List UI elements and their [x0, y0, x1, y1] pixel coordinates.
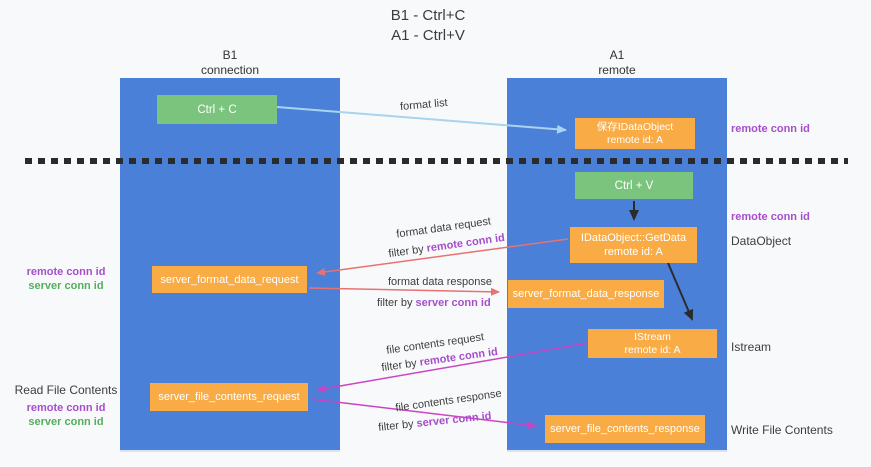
filter-by-text: filter by [380, 357, 418, 375]
separator-dashed-line [25, 158, 848, 164]
page-title: B1 - Ctrl+C A1 - Ctrl+V [0, 6, 856, 46]
box-ctrl-v: Ctrl + V [575, 172, 693, 199]
label-dataobject: DataObject [731, 234, 792, 248]
label-remote-conn-id-right-1: remote conn id [731, 123, 810, 135]
box-istream-line2: remote id: A [624, 343, 681, 356]
lane-a1-header: A1 remote [507, 48, 727, 78]
box-ctrl-v-label: Ctrl + V [614, 179, 654, 192]
box-save-idataobject-line1: 保存IDataObject [596, 120, 674, 133]
server-conn-id-text: server conn id [415, 297, 491, 309]
lane-a1-name: A1 [609, 48, 625, 62]
page-title-line2: A1 - Ctrl+V [391, 27, 465, 44]
box-idataobject-getdata-line2: remote id: A [604, 246, 663, 258]
filter-by-text: filter by [377, 418, 415, 434]
left-conn-id-labels-top: remote conn id server conn id [14, 265, 118, 293]
box-server-file-contents-request-label: server_file_contents_request [158, 391, 300, 403]
box-server-format-data-request: server_format_data_request [152, 266, 307, 293]
filter-by-text: filter by [387, 243, 425, 261]
lane-b1-header: B1 connection [120, 48, 340, 78]
label-istream: Istream [731, 340, 772, 354]
box-server-format-data-response-label: server_format_data_response [512, 288, 660, 300]
left-conn-id-labels-bottom: Read File Contents remote conn id server… [14, 382, 118, 429]
box-idataobject-getdata-line1: IDataObject::GetData [580, 232, 687, 244]
box-istream-line1: IStream [634, 330, 671, 343]
remote-conn-id-text: remote conn id [425, 231, 506, 255]
lane-b1-name: B1 [222, 48, 238, 62]
box-server-file-contents-request: server_file_contents_request [150, 383, 308, 411]
label-write-file-contents: Write File Contents [731, 423, 833, 437]
filter-by-text: filter by [377, 297, 413, 309]
lane-b1-subtitle: connection [200, 63, 260, 77]
label-server-conn-id-left-2: server conn id [28, 416, 104, 428]
lane-a1-subtitle: remote [598, 63, 636, 77]
box-save-idataobject-line2: remote id: A [606, 133, 664, 146]
box-idataobject-getdata: IDataObject::GetData remote id: A [570, 227, 697, 263]
box-server-format-data-request-label: server_format_data_request [160, 273, 299, 286]
box-istream: IStream remote id: A [588, 329, 717, 358]
label-read-file-contents: Read File Contents [14, 383, 118, 397]
label-server-conn-id-left-1: server conn id [28, 280, 104, 292]
label-remote-conn-id-left-2: remote conn id [26, 402, 106, 414]
box-ctrl-c-label: Ctrl + C [197, 103, 237, 116]
box-server-file-contents-response: server_file_contents_response [545, 415, 705, 443]
box-ctrl-c: Ctrl + C [157, 95, 277, 124]
server-conn-id-text: server conn id [415, 410, 492, 430]
label-format-list: format list [399, 96, 449, 114]
box-save-idataobject: 保存IDataObject remote id: A [575, 118, 695, 149]
label-remote-conn-id-left-1: remote conn id [26, 266, 106, 278]
page-title-line1: B1 - Ctrl+C [390, 7, 466, 24]
box-server-file-contents-response-label: server_file_contents_response [550, 423, 700, 435]
label-remote-conn-id-right-2: remote conn id [731, 211, 810, 223]
box-server-format-data-response: server_format_data_response [508, 280, 664, 308]
label-format-data-response: format data response [388, 276, 492, 288]
